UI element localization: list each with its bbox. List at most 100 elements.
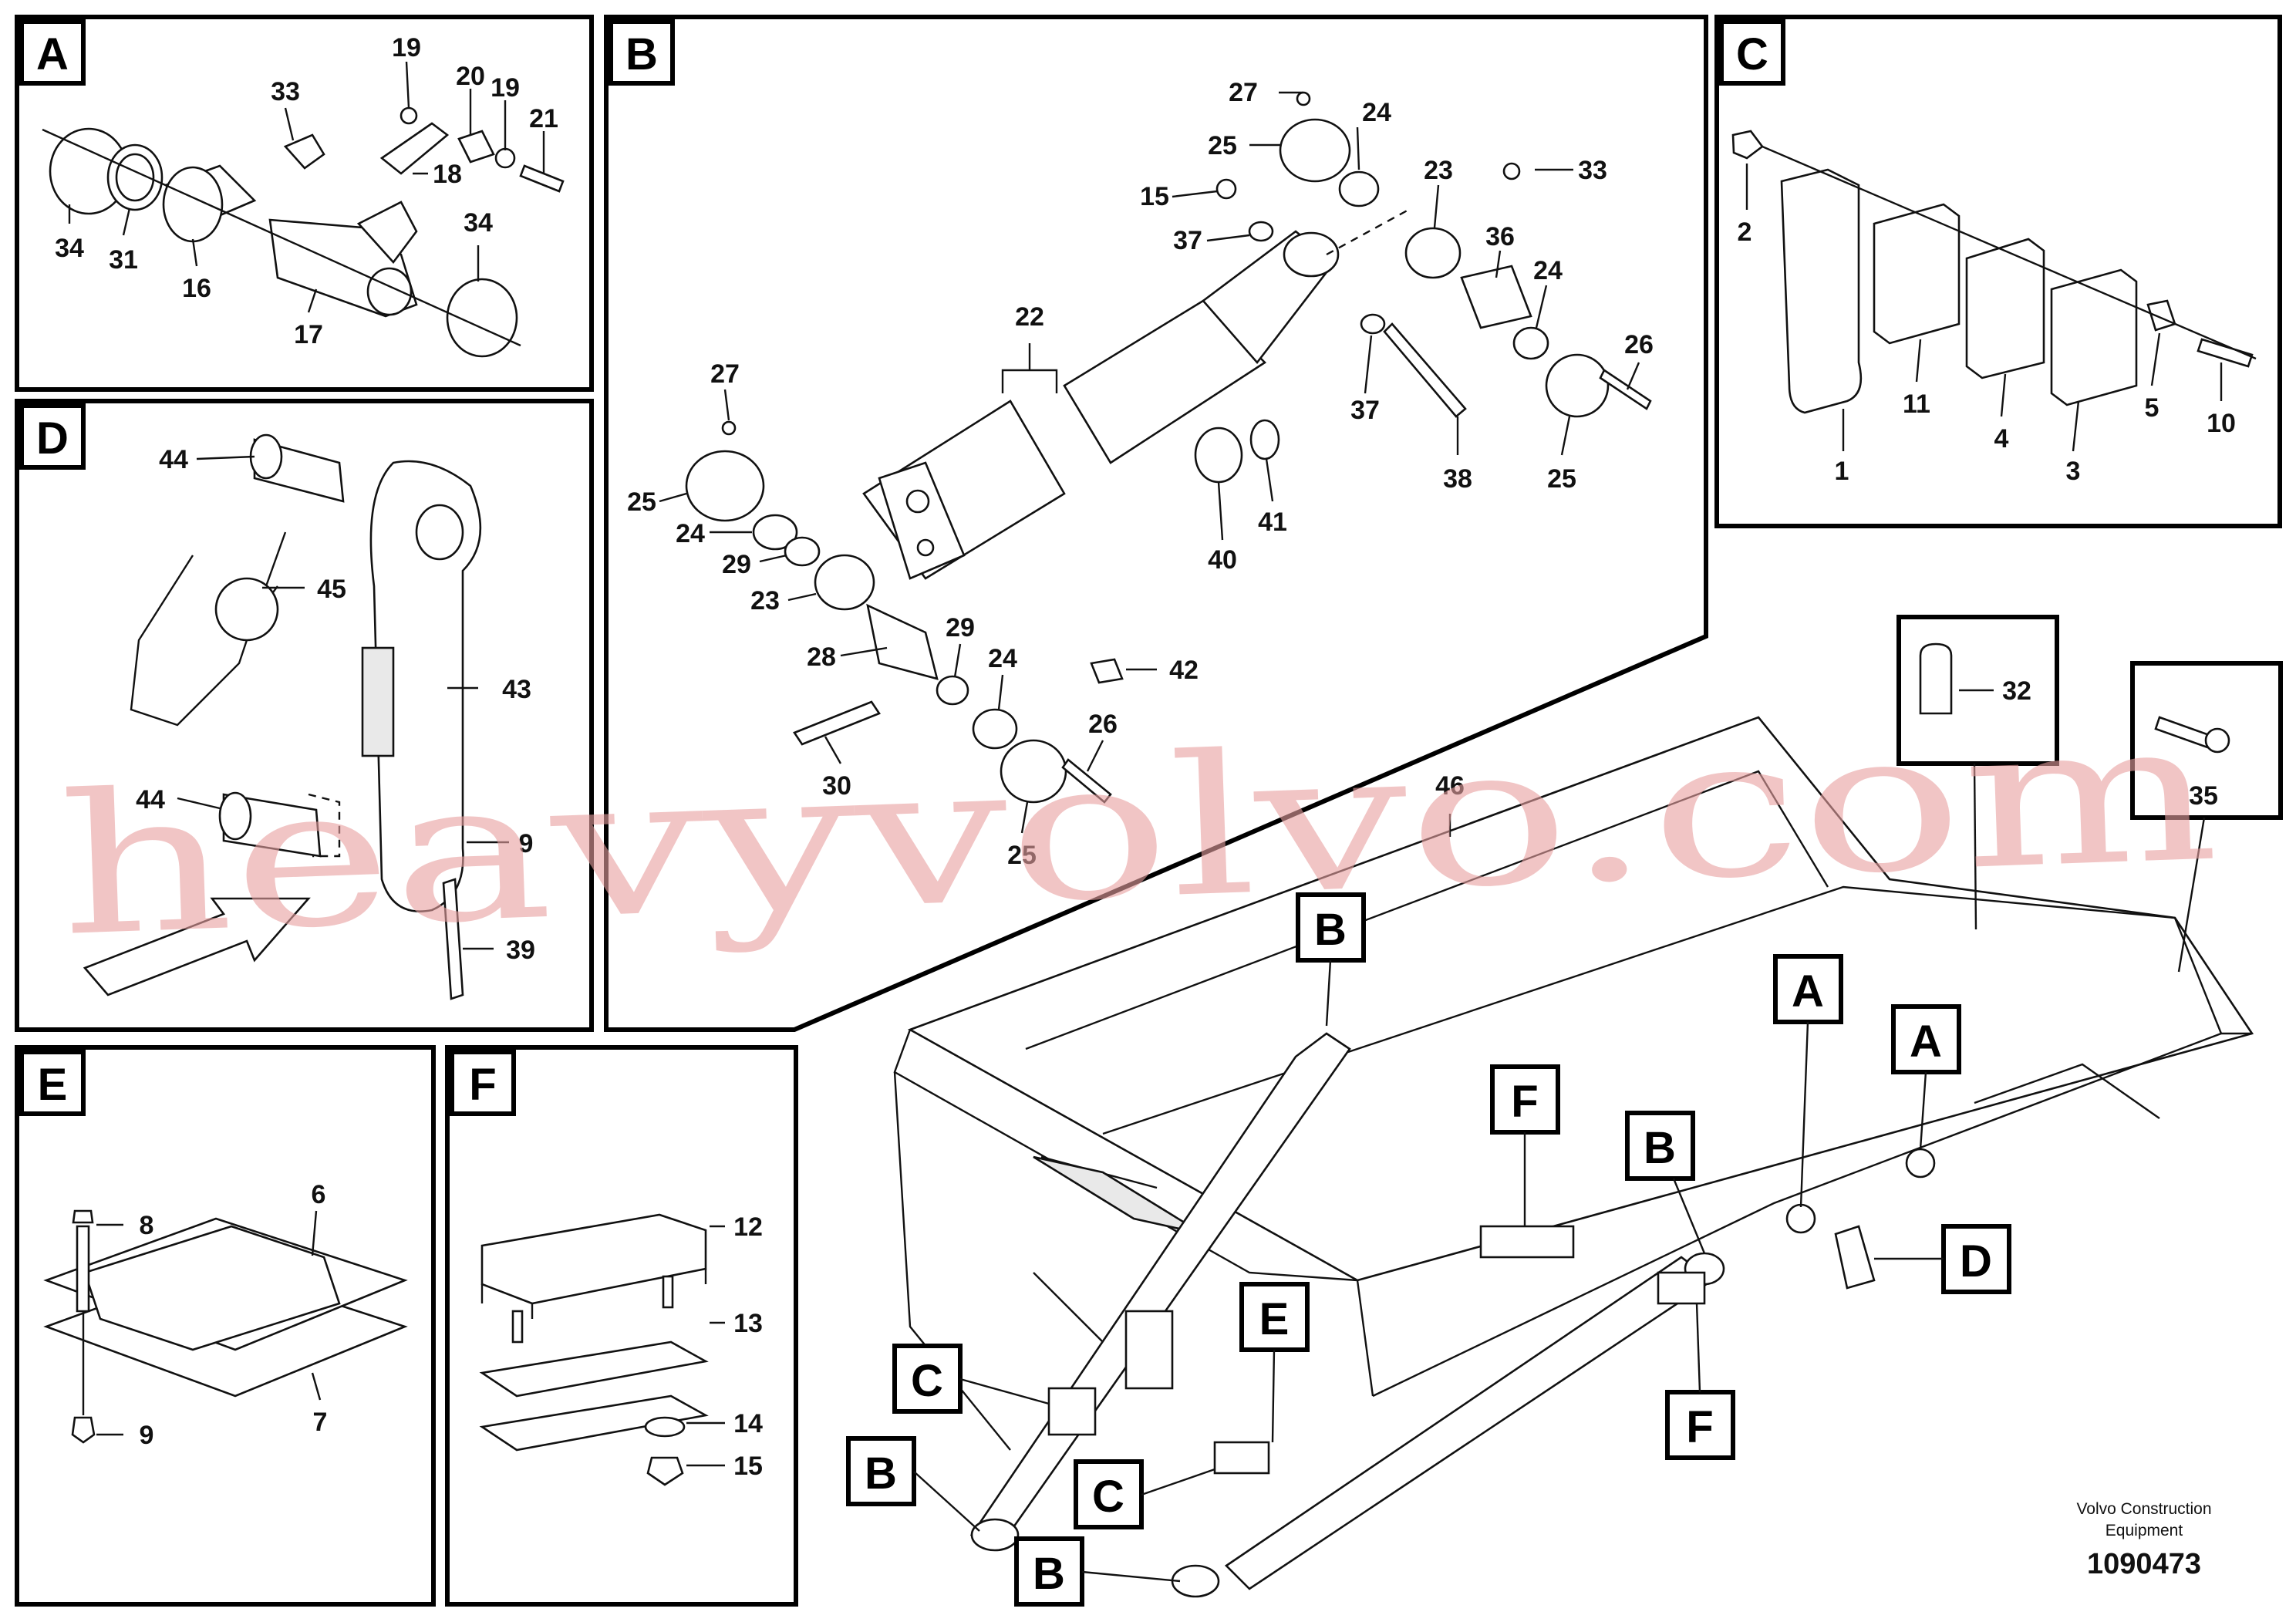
callout-c-5: 5 bbox=[2145, 393, 2159, 423]
bolt-38 bbox=[1383, 322, 1467, 418]
bolt-26-bottom bbox=[1061, 758, 1112, 804]
seal-24-top bbox=[1338, 170, 1380, 207]
callout-b-40: 40 bbox=[1208, 545, 1237, 575]
panel-f-title: F bbox=[469, 1060, 496, 1110]
panel-e: E 8 6 9 7 bbox=[15, 1045, 436, 1607]
panel-f: F 12 13 14 15 bbox=[445, 1045, 798, 1607]
bolt-39 bbox=[442, 878, 464, 1000]
callout-e-6: 6 bbox=[312, 1180, 326, 1209]
callout-b-25-top: 25 bbox=[1208, 131, 1237, 160]
nut-15 bbox=[1215, 178, 1237, 200]
svg-text:D: D bbox=[1960, 1236, 1992, 1286]
callout-c-11: 11 bbox=[1903, 389, 1930, 419]
shim-11 bbox=[1873, 203, 1961, 345]
callout-d-44-bottom: 44 bbox=[136, 785, 165, 814]
callout-b-41: 41 bbox=[1258, 508, 1287, 537]
bolt-21 bbox=[519, 164, 565, 193]
callout-b-27-top: 27 bbox=[1229, 78, 1258, 107]
bearing-23-left bbox=[814, 554, 875, 611]
plate-13 bbox=[479, 1340, 709, 1398]
seal-24-bottom bbox=[972, 708, 1018, 750]
link-arm-main bbox=[1834, 1225, 1876, 1290]
callout-main-32: 32 bbox=[2002, 676, 2031, 706]
callout-a-21: 21 bbox=[529, 104, 558, 133]
callout-b-36: 36 bbox=[1485, 222, 1515, 251]
inset-box-35 bbox=[2130, 661, 2283, 820]
callout-b-25-right: 25 bbox=[1547, 464, 1576, 494]
pad-6 bbox=[83, 1225, 341, 1351]
label-main-b-middle: B bbox=[1625, 1111, 1706, 1254]
callout-f-14: 14 bbox=[733, 1409, 763, 1438]
callout-e-7: 7 bbox=[313, 1408, 328, 1437]
svg-text:B: B bbox=[1033, 1549, 1065, 1599]
spacer-5 bbox=[2146, 299, 2176, 332]
label-main-c-upper: C bbox=[892, 1344, 1050, 1414]
label-main-b-top: B bbox=[1296, 892, 1366, 1027]
callout-b-25-left: 25 bbox=[627, 487, 656, 517]
callout-e-8: 8 bbox=[140, 1211, 154, 1240]
spacer-20 bbox=[457, 130, 495, 164]
callout-b-26-bottom: 26 bbox=[1088, 710, 1118, 739]
cap-40 bbox=[1194, 427, 1243, 484]
callout-b-37-bottom: 37 bbox=[1350, 396, 1380, 425]
panel-b-title: B bbox=[625, 29, 658, 79]
cylinder-rod bbox=[1063, 299, 1267, 464]
svg-text:E: E bbox=[1259, 1294, 1290, 1344]
callout-c-4: 4 bbox=[1994, 424, 2009, 454]
callout-e-9: 9 bbox=[140, 1421, 154, 1450]
label-main-b-bottom: B bbox=[1014, 1536, 1181, 1607]
direction-arrow bbox=[83, 897, 311, 996]
clip-41 bbox=[1249, 419, 1280, 460]
callout-b-30: 30 bbox=[822, 771, 851, 801]
callout-d-9: 9 bbox=[519, 829, 534, 858]
company-name-line1: Volvo Construction bbox=[2076, 1500, 2211, 1518]
nut-15 bbox=[646, 1456, 684, 1486]
label-main-e: E bbox=[1239, 1282, 1310, 1443]
callout-b-24-right: 24 bbox=[1533, 256, 1563, 285]
callout-b-23-top: 23 bbox=[1424, 156, 1453, 185]
callout-b-26-top: 26 bbox=[1624, 330, 1654, 359]
callout-b-24-bottom: 24 bbox=[988, 644, 1017, 673]
label-main-a-left: A bbox=[1773, 954, 1843, 1208]
callout-a-19-top: 19 bbox=[392, 33, 421, 62]
callout-a-16: 16 bbox=[182, 274, 211, 303]
panel-d: D 44 45 43 44 9 39 bbox=[15, 399, 594, 1032]
callout-b-27-left: 27 bbox=[710, 359, 740, 389]
shim-3 bbox=[2050, 268, 2138, 406]
svg-text:B: B bbox=[1314, 905, 1347, 955]
panel-e-title: E bbox=[38, 1060, 68, 1110]
washer-37-top bbox=[1248, 221, 1274, 242]
label-main-a-right: A bbox=[1891, 1004, 1961, 1150]
washer-37-bottom bbox=[1360, 313, 1386, 335]
seal-24-right bbox=[1512, 326, 1549, 360]
panel-d-title: D bbox=[36, 413, 69, 464]
nut-9 bbox=[71, 1416, 96, 1444]
flange-25-top bbox=[1279, 118, 1351, 183]
panel-c: C 2 11 4 5 10 1 3 bbox=[1714, 15, 2282, 528]
callout-d-43: 43 bbox=[502, 675, 531, 704]
callout-f-12: 12 bbox=[733, 1212, 763, 1242]
callout-b-24-left: 24 bbox=[676, 519, 705, 548]
callout-c-3: 3 bbox=[2066, 457, 2081, 486]
callout-a-18: 18 bbox=[433, 160, 462, 189]
bolt-30 bbox=[793, 700, 881, 746]
ring-29-left bbox=[784, 536, 821, 567]
callout-a-19-right: 19 bbox=[491, 73, 520, 103]
callout-b-29-bottom: 29 bbox=[946, 613, 975, 642]
svg-text:A: A bbox=[1910, 1017, 1942, 1067]
svg-text:F: F bbox=[1686, 1402, 1713, 1452]
bearing-23-top bbox=[1404, 227, 1462, 279]
bolt-32 bbox=[1919, 642, 1953, 715]
seal-24-left bbox=[752, 514, 798, 551]
bolt-27-left bbox=[721, 420, 737, 436]
svg-text:C: C bbox=[911, 1356, 943, 1406]
label-main-f-top: F bbox=[1490, 1064, 1560, 1226]
panel-c-title: C bbox=[1736, 29, 1768, 79]
svg-text:C: C bbox=[1092, 1472, 1124, 1522]
callout-d-39: 39 bbox=[506, 936, 535, 965]
label-main-b-left: B bbox=[846, 1436, 980, 1532]
callout-b-29-left: 29 bbox=[722, 550, 751, 579]
sleeve-36 bbox=[1460, 265, 1532, 329]
company-name-line2: Equipment bbox=[2106, 1522, 2183, 1539]
svg-text:A: A bbox=[1792, 966, 1824, 1017]
